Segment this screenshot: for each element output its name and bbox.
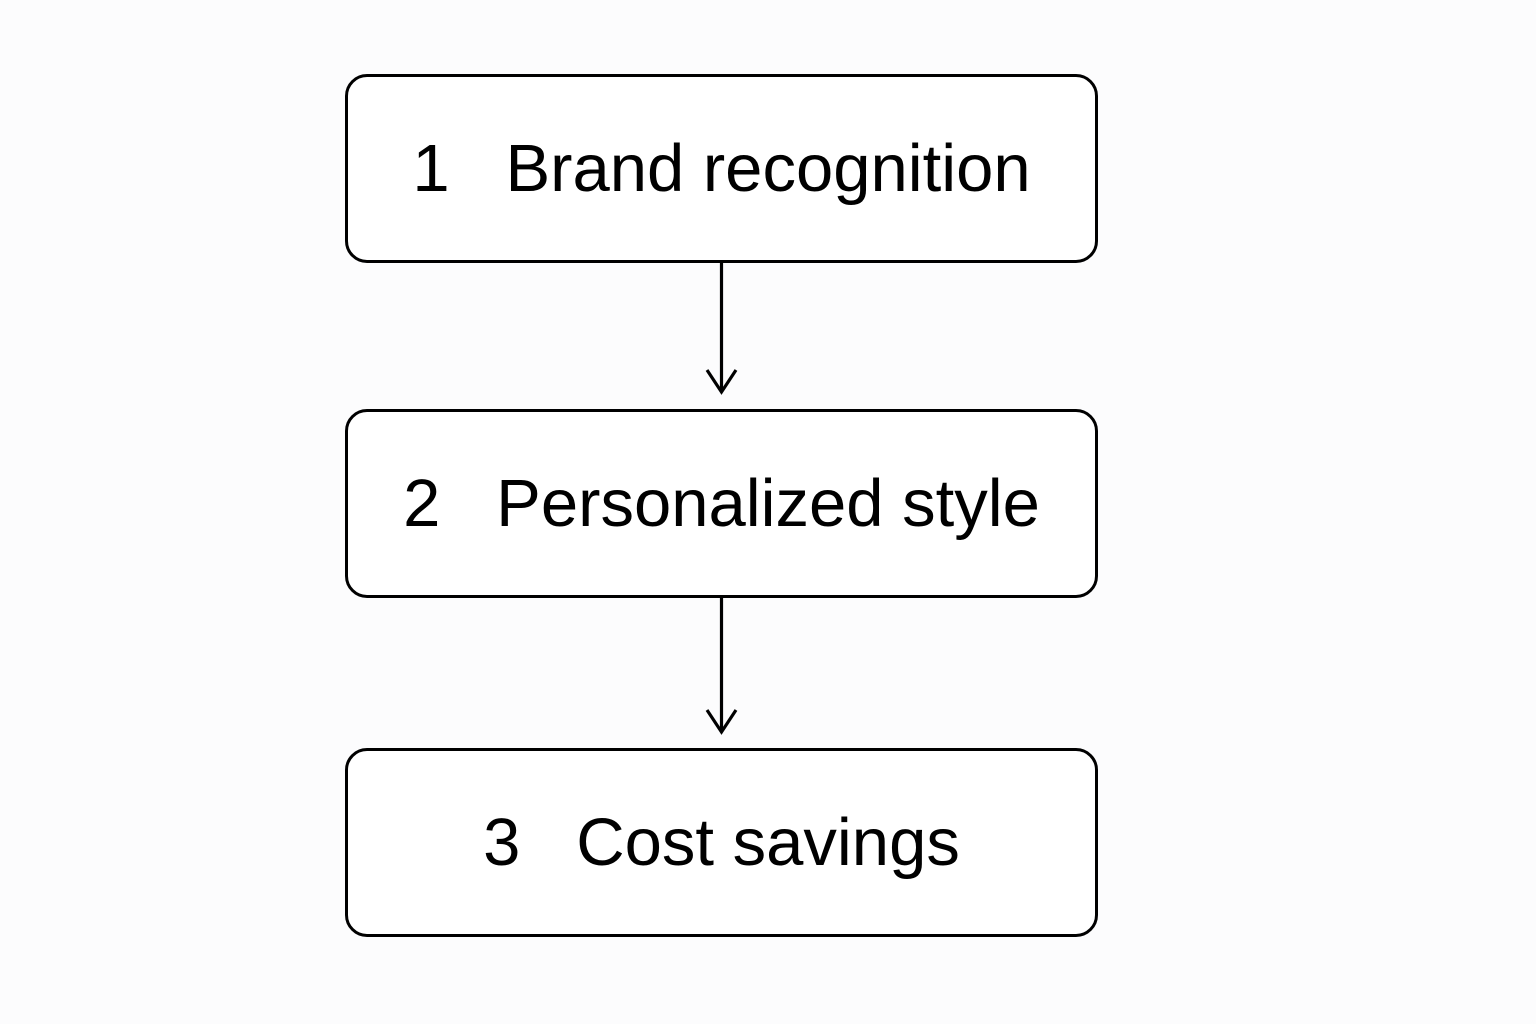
connector-2-to-3 xyxy=(705,598,738,735)
flow-node-1[interactable]: 1 Brand recognition xyxy=(345,74,1098,263)
flow-node-3[interactable]: 3 Cost savings xyxy=(345,748,1098,937)
flow-node-3-label: 3 Cost savings xyxy=(483,805,960,880)
flow-node-1-label: 1 Brand recognition xyxy=(412,131,1031,206)
flow-node-2[interactable]: 2 Personalized style xyxy=(345,409,1098,598)
flow-node-2-label: 2 Personalized style xyxy=(403,466,1040,541)
connector-1-to-2 xyxy=(705,263,738,395)
